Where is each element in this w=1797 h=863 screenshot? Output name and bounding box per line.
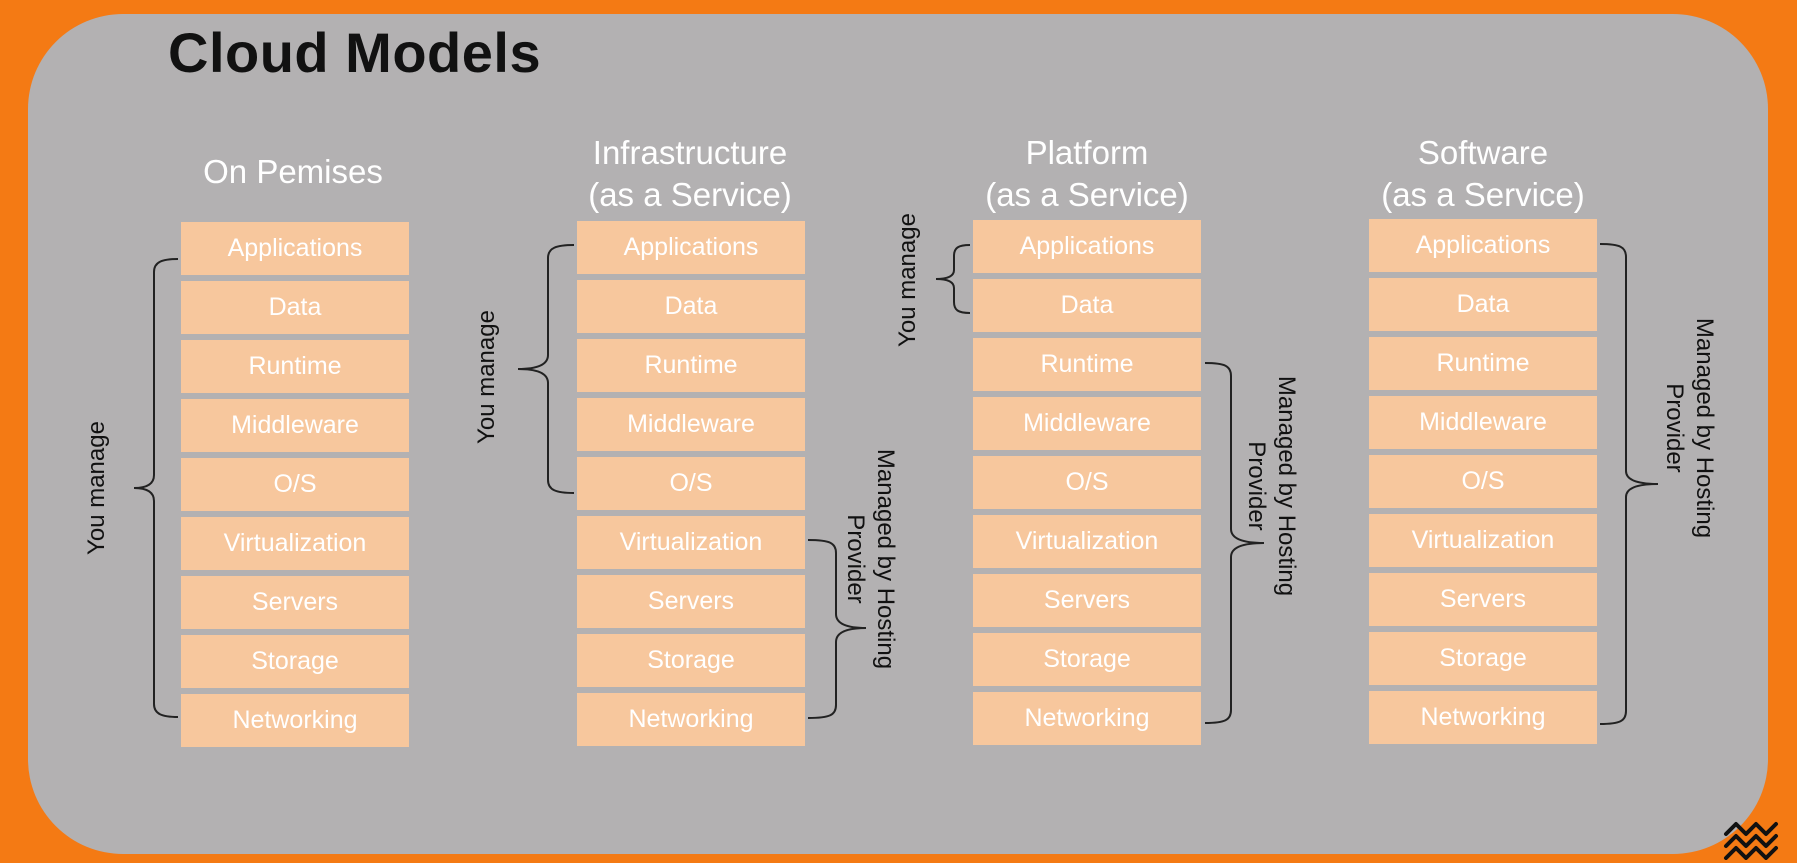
provider-label-line2: Provider	[842, 514, 869, 604]
layer-box: Servers	[181, 576, 409, 629]
column-title-line1: Infrastructure	[592, 134, 788, 171]
provider-label-iaas: Managed by Hosting Provider	[840, 449, 900, 669]
brace-you-manage-on-premises	[133, 258, 179, 718]
layer-box: Runtime	[973, 338, 1201, 391]
brace-provider-iaas	[807, 539, 867, 719]
layer-box: Data	[181, 281, 409, 334]
you-manage-label-iaas: You manage	[472, 310, 502, 444]
layer-box: O/S	[973, 456, 1201, 509]
brace-provider-paas	[1204, 362, 1265, 724]
you-manage-label-paas: You manage	[893, 213, 923, 347]
you-manage-label-text: You manage	[894, 213, 921, 347]
layer-box: O/S	[181, 458, 409, 511]
layer-box: Storage	[1369, 632, 1597, 685]
layer-box: Virtualization	[181, 517, 409, 570]
layer-box: Virtualization	[1369, 514, 1597, 567]
layer-box: Middleware	[1369, 396, 1597, 449]
provider-label-line1: Managed by Hosting	[1691, 317, 1718, 539]
layer-box: Storage	[577, 634, 805, 687]
column-title-iaas: Infrastructure (as a Service)	[510, 132, 870, 216]
layer-box: Middleware	[973, 397, 1201, 450]
layer-stack-on-premises: Applications Data Runtime Middleware O/S…	[181, 222, 409, 753]
layer-box: Applications	[1369, 219, 1597, 272]
layer-box: Data	[577, 280, 805, 333]
layer-box: Runtime	[577, 339, 805, 392]
provider-label-paas: Managed by Hosting Provider	[1241, 376, 1301, 596]
column-title-saas: Software (as a Service)	[1303, 132, 1663, 216]
column-title-line1: Software	[1417, 134, 1549, 171]
layer-box: Storage	[181, 635, 409, 688]
layer-box: Networking	[577, 693, 805, 746]
layer-box: Virtualization	[973, 515, 1201, 568]
layer-stack-paas: Applications Data Runtime Middleware O/S…	[973, 220, 1201, 751]
layer-box: Networking	[181, 694, 409, 747]
layer-stack-iaas: Applications Data Runtime Middleware O/S…	[577, 221, 805, 752]
provider-label-line2: Provider	[1243, 441, 1270, 531]
layer-box: O/S	[577, 457, 805, 510]
column-title-line2: (as a Service)	[588, 176, 792, 213]
you-manage-label-text: You manage	[473, 310, 500, 444]
layer-box: Middleware	[577, 398, 805, 451]
layer-box: Servers	[1369, 573, 1597, 626]
layer-box: Applications	[181, 222, 409, 275]
layer-stack-saas: Applications Data Runtime Middleware O/S…	[1369, 219, 1597, 750]
you-manage-label-on-premises: You manage	[82, 421, 112, 555]
layer-box: Applications	[577, 221, 805, 274]
layer-box: Applications	[973, 220, 1201, 273]
layer-box: Middleware	[181, 399, 409, 452]
brace-you-manage-iaas	[517, 244, 575, 494]
provider-label-line2: Provider	[1661, 383, 1688, 473]
column-title-paas: Platform (as a Service)	[907, 132, 1267, 216]
layer-box: Servers	[973, 574, 1201, 627]
column-title-line1: On Pemises	[203, 153, 383, 190]
layer-box: Data	[973, 279, 1201, 332]
layer-box: Storage	[973, 633, 1201, 686]
provider-label-saas: Managed by Hosting Provider	[1659, 318, 1719, 538]
provider-label-line1: Managed by Hosting	[1273, 375, 1300, 597]
layer-box: Networking	[973, 692, 1201, 745]
slide-title: Cloud Models	[168, 21, 542, 84]
layer-box: Runtime	[1369, 337, 1597, 390]
layer-box: Data	[1369, 278, 1597, 331]
layer-box: Networking	[1369, 691, 1597, 744]
layer-box: O/S	[1369, 455, 1597, 508]
column-title-line2: (as a Service)	[1381, 176, 1585, 213]
wave-logo-icon	[1724, 822, 1778, 860]
layer-box: Runtime	[181, 340, 409, 393]
layer-box: Virtualization	[577, 516, 805, 569]
brace-provider-saas	[1599, 243, 1659, 725]
provider-label-line1: Managed by Hosting	[872, 448, 899, 670]
column-title-line2: (as a Service)	[985, 176, 1189, 213]
layer-box: Servers	[577, 575, 805, 628]
you-manage-label-text: You manage	[83, 421, 110, 555]
column-title-line1: Platform	[1025, 134, 1149, 171]
brace-you-manage-paas	[935, 244, 971, 314]
column-title-on-premises: On Pemises	[113, 151, 473, 193]
